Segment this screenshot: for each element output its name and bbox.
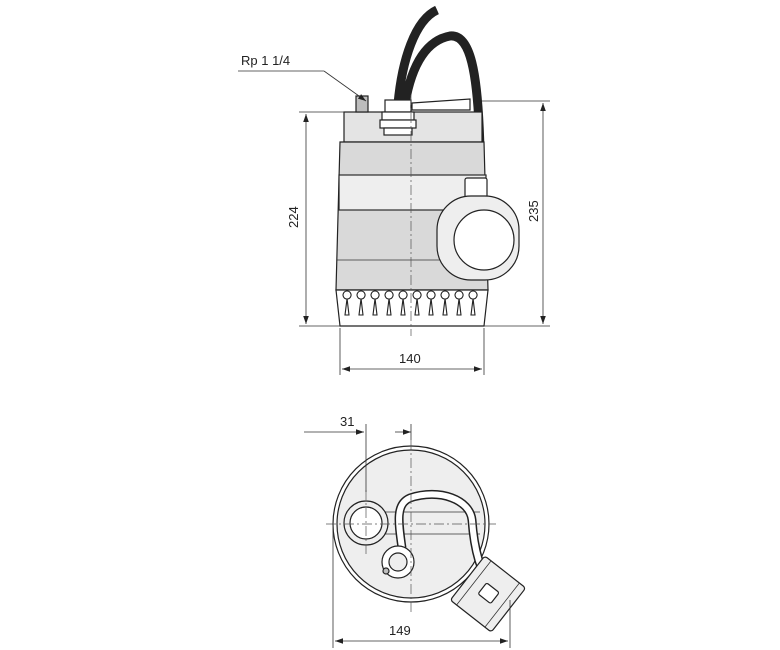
float-switch-cap [453,209,515,271]
dim-width-top: 149 [389,623,411,638]
dim-width-side: 140 [399,351,421,366]
float-switch-stem [464,177,488,199]
side-view [335,5,520,336]
dimension-lines-top [304,424,511,648]
handle [411,98,471,111]
float-switch-top [450,556,526,632]
top-view [326,440,526,632]
cable-gland [384,99,412,113]
dim-height-right: 235 [526,200,541,222]
strainer-slots [342,290,478,316]
thread-label: Rp 1 1/4 [241,53,290,68]
dim-height-left: 224 [286,206,301,228]
dimension-lines-side [238,70,550,375]
dim-offset-top: 31 [340,414,354,429]
